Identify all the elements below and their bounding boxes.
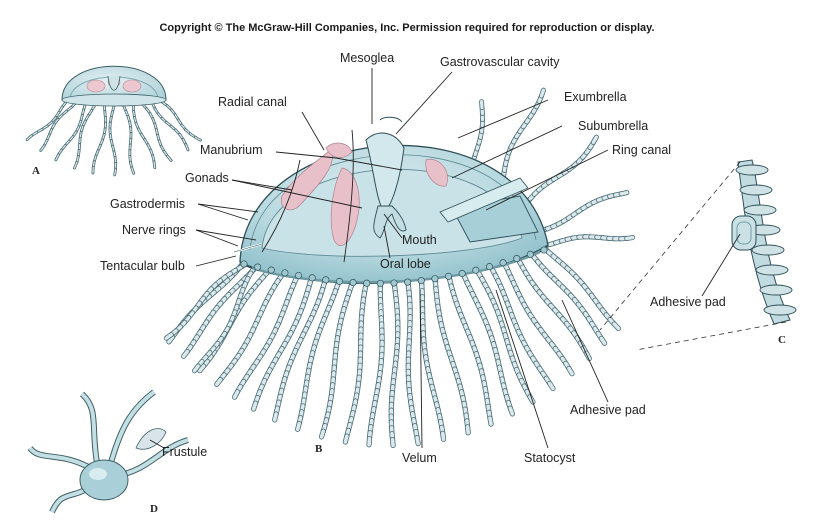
figure-letter-b: B	[315, 443, 323, 455]
label-adhesive-pad-b: Adhesive pad	[570, 403, 646, 417]
figure-letter-c: C	[778, 334, 786, 346]
label-adhesive-pad-c: Adhesive pad	[650, 295, 726, 309]
label-gastrodermis: Gastrodermis	[110, 197, 185, 211]
label-radial-canal: Radial canal	[218, 95, 287, 109]
label-frustule: Frustule	[162, 445, 207, 459]
label-tentacular-bulb: Tentacular bulb	[100, 259, 185, 273]
label-gonads: Gonads	[185, 171, 229, 185]
label-mesoglea: Mesoglea	[340, 51, 394, 65]
label-manubrium: Manubrium	[200, 143, 263, 157]
label-mouth: Mouth	[402, 233, 437, 247]
label-oral-lobe: Oral lobe	[380, 257, 431, 271]
label-ring-canal: Ring canal	[612, 143, 671, 157]
label-statocyst: Statocyst	[524, 451, 576, 465]
figure-letter-a: A	[32, 165, 40, 177]
label-velum: Velum	[402, 451, 437, 465]
panel-c-tentacle	[600, 160, 796, 350]
figure-letter-d: D	[150, 503, 158, 515]
adhesive-pad-art	[732, 216, 756, 250]
label-nerve-rings: Nerve rings	[122, 223, 186, 237]
label-subumbrella: Subumbrella	[578, 119, 648, 133]
panel-a-tentacles	[27, 102, 200, 175]
copyright-notice: Copyright © The McGraw-Hill Companies, I…	[0, 22, 814, 34]
label-gastrovascular-cavity: Gastrovascular cavity	[440, 55, 560, 69]
label-exumbrella: Exumbrella	[564, 90, 627, 104]
panel-a-medusa	[27, 66, 200, 175]
